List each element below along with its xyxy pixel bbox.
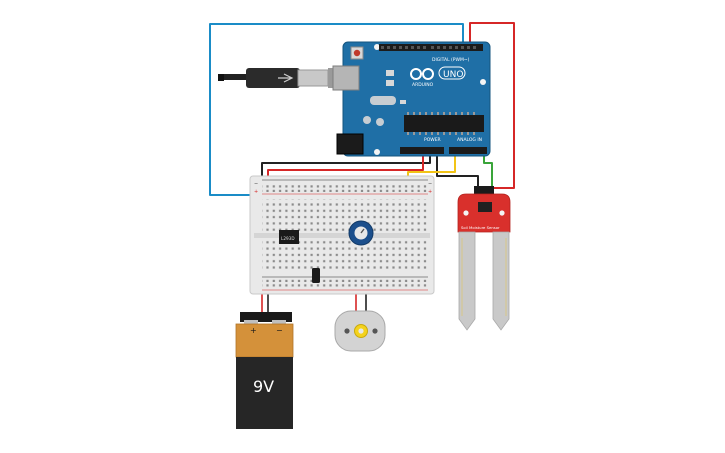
- dc-motor[interactable]: [334, 310, 386, 352]
- svg-text:−: −: [254, 181, 258, 187]
- battery-9v[interactable]: + − 9V: [235, 312, 294, 429]
- ground-wire-black-sensor[interactable]: [436, 152, 479, 201]
- breadboard-rail-top[interactable]: [262, 183, 428, 192]
- breadboard-channel: [254, 233, 430, 238]
- power-header[interactable]: [400, 147, 444, 154]
- soil-moisture-sensor[interactable]: Soil Moisture Sensor: [457, 186, 511, 331]
- uno-badge: [438, 66, 466, 80]
- battery-voltage-label: 9V: [253, 377, 274, 396]
- sensor-label: Soil Moisture Sensor: [461, 225, 500, 230]
- usb-jack: [332, 65, 360, 91]
- sensor-prong-left: [458, 231, 476, 331]
- power-jack: [336, 133, 364, 155]
- usb-chip: [370, 96, 396, 105]
- arduino-logo-icon: [410, 68, 434, 80]
- usb-cable[interactable]: [218, 68, 346, 88]
- arduino-model: UNO: [443, 70, 463, 80]
- potentiometer[interactable]: [348, 220, 374, 246]
- breadboard-holes-top[interactable]: [262, 199, 428, 231]
- svg-text:+: +: [428, 189, 432, 195]
- digital-label: DIGITAL (PWM~): [432, 57, 470, 63]
- atmega-chip: [404, 115, 484, 132]
- breadboard-rail-bottom[interactable]: [262, 279, 428, 288]
- analog-label: ANALOG IN: [457, 137, 482, 143]
- signal-wire-green[interactable]: [483, 152, 493, 201]
- svg-text:+: +: [254, 189, 258, 195]
- breadboard-holes-bottom[interactable]: [262, 240, 428, 272]
- sensor-prong-right: [492, 231, 510, 331]
- breadboard[interactable]: − + − +: [249, 175, 435, 295]
- power-label: POWER: [424, 137, 441, 143]
- battery-plus-sign: +: [250, 326, 257, 335]
- battery-minus-sign: −: [276, 326, 283, 335]
- motor-driver-ic[interactable]: L293D: [279, 230, 299, 244]
- ic-label: L293D: [281, 236, 295, 241]
- analog-header[interactable]: [449, 147, 487, 154]
- arduino-brand: ARDUINO: [412, 82, 434, 88]
- ground-wire-black-arduino[interactable]: [261, 152, 431, 188]
- svg-text:−: −: [428, 181, 432, 187]
- transistor[interactable]: [312, 268, 320, 283]
- usb-plug-tip: [218, 74, 224, 81]
- arduino-uno-board[interactable]: DIGITAL (PWM~) ARDUINO UNO POWER ANALO: [332, 41, 491, 157]
